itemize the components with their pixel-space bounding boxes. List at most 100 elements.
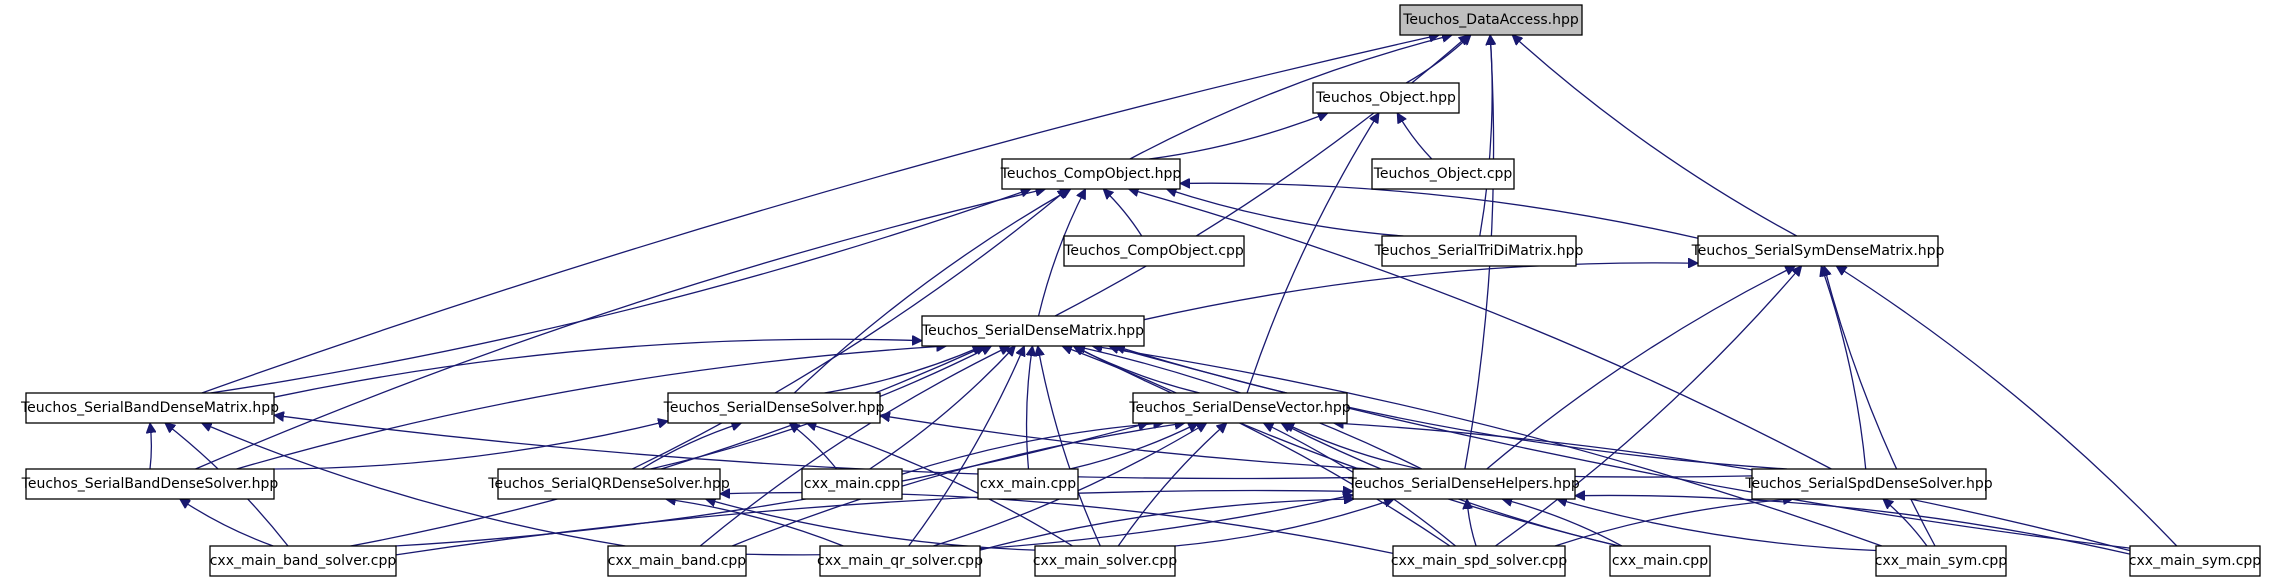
edge-arrow — [1486, 265, 1795, 470]
node-box[interactable] — [667, 392, 881, 424]
edge-arrow — [1129, 35, 1452, 160]
edge-arrow — [789, 423, 838, 470]
edge-tri-to-comp — [1167, 189, 1404, 237]
node-msym1[interactable]: cxx_main_sym.cpp — [1875, 545, 2007, 577]
node-sds[interactable]: Teuchos_SerialDenseSolver.hpp — [663, 392, 885, 424]
edge-mbs-to-sdv — [394, 423, 1148, 547]
node-box[interactable] — [921, 315, 1145, 347]
node-box[interactable] — [2129, 545, 2261, 577]
edge-arrow — [901, 423, 1163, 475]
edge-compcpp-to-comp — [1103, 189, 1143, 237]
edge-arrow — [150, 423, 151, 470]
edge-arrow — [1074, 345, 1620, 547]
node-objcpp[interactable]: Teuchos_Object.cpp — [1371, 158, 1515, 190]
node-label: cxx_main_sym.cpp — [1875, 553, 2007, 569]
edge-msym1-to-sym — [1824, 266, 1936, 547]
node-mqr[interactable]: cxx_main_qr_solver.cpp — [817, 545, 983, 577]
edge-arrow — [1557, 499, 1877, 552]
edge-sdh-to-sym — [1486, 265, 1795, 470]
edge-arrow — [1103, 189, 1143, 237]
node-layer: Teuchos_DataAccess.hppTeuchos_Object.hpp… — [20, 4, 2261, 577]
node-box[interactable] — [977, 468, 1079, 500]
node-main1[interactable]: cxx_main.cpp — [801, 468, 903, 500]
edge-arrow — [793, 188, 1070, 394]
edge-mbs-to-sdh — [395, 491, 1353, 556]
node-ms[interactable]: cxx_main_solver.cpp — [1033, 545, 1177, 577]
node-sdm[interactable]: Teuchos_SerialDenseMatrix.hpp — [921, 315, 1145, 347]
edge-sds-to-comp — [793, 188, 1070, 394]
edge-sbdm-to-comp — [210, 189, 1030, 394]
edge-sdm-to-da — [1054, 35, 1469, 317]
node-compcpp[interactable]: Teuchos_CompObject.cpp — [1063, 235, 1245, 267]
node-tri[interactable]: Teuchos_SerialTriDiMatrix.hpp — [1374, 235, 1584, 267]
node-mspd[interactable]: cxx_main_spd_solver.cpp — [1391, 545, 1567, 577]
node-box[interactable] — [1399, 4, 1583, 36]
node-comp[interactable]: Teuchos_CompObject.hpp — [1000, 158, 1182, 190]
edge-arrow — [201, 35, 1439, 394]
node-main3[interactable]: cxx_main.cpp — [1609, 545, 1711, 577]
edge-arrow — [1167, 189, 1404, 237]
node-box[interactable] — [1063, 235, 1245, 267]
node-label: Teuchos_Object.cpp — [1373, 166, 1513, 182]
node-box[interactable] — [1392, 545, 1566, 577]
node-sdv[interactable]: Teuchos_SerialDenseVector.hpp — [1128, 392, 1351, 424]
node-box[interactable] — [1751, 468, 1987, 500]
node-main2[interactable]: cxx_main.cpp — [977, 468, 1079, 500]
node-box[interactable] — [497, 468, 721, 500]
node-label: cxx_main_solver.cpp — [1033, 553, 1177, 569]
node-box[interactable] — [801, 468, 903, 500]
node-box[interactable] — [1609, 545, 1711, 577]
edge-sym-to-da — [1512, 35, 1798, 237]
node-box[interactable] — [819, 545, 981, 577]
node-da[interactable]: Teuchos_DataAccess.hpp — [1399, 4, 1583, 36]
node-sym[interactable]: Teuchos_SerialSymDenseMatrix.hpp — [1691, 235, 1945, 267]
edge-main1-to-sdv — [901, 423, 1163, 475]
node-box[interactable] — [1132, 392, 1348, 424]
node-box[interactable] — [1352, 468, 1576, 500]
edge-spd-to-sym — [1821, 266, 1867, 470]
edge-arrow — [1037, 189, 1087, 317]
node-label: Teuchos_SerialDenseSolver.hpp — [663, 400, 885, 416]
node-box[interactable] — [1875, 545, 2007, 577]
node-sbds[interactable]: Teuchos_SerialBandDenseSolver.hpp — [21, 468, 279, 500]
node-sdh[interactable]: Teuchos_SerialDenseHelpers.hpp — [1347, 468, 1580, 500]
node-label: Teuchos_SerialTriDiMatrix.hpp — [1374, 243, 1584, 259]
node-spd[interactable]: Teuchos_SerialSpdDenseSolver.hpp — [1744, 468, 1993, 500]
edge-arrow — [869, 346, 1016, 470]
edge-arrow — [1575, 495, 2131, 555]
edge-sbdm-to-da — [201, 35, 1439, 394]
edge-mbs-to-sdm — [350, 346, 986, 547]
node-box[interactable] — [25, 392, 275, 424]
edge-arrow — [880, 415, 1753, 478]
node-msym2[interactable]: cxx_main_sym.cpp — [2129, 545, 2261, 577]
edge-arrow — [273, 421, 668, 470]
node-obj[interactable]: Teuchos_Object.hpp — [1312, 82, 1460, 114]
node-box[interactable] — [607, 545, 747, 577]
edge-arrow — [1502, 499, 1623, 547]
node-box[interactable] — [209, 545, 397, 577]
edge-arrow — [395, 491, 1353, 556]
edge-ms-to-sdm — [1038, 346, 1101, 547]
node-sbdm[interactable]: Teuchos_SerialBandDenseMatrix.hpp — [20, 392, 279, 424]
node-box[interactable] — [1034, 545, 1176, 577]
node-sqr[interactable]: Teuchos_SerialQRDenseSolver.hpp — [487, 468, 730, 500]
node-label: Teuchos_SerialSpdDenseSolver.hpp — [1744, 476, 1992, 492]
node-label: Teuchos_SerialBandDenseMatrix.hpp — [20, 400, 279, 416]
node-label: Teuchos_CompObject.cpp — [1063, 243, 1244, 259]
edge-msym1-to-sdh — [1557, 499, 1877, 552]
node-box[interactable] — [1312, 82, 1460, 114]
edge-arrow — [1180, 183, 1699, 239]
node-box[interactable] — [1697, 235, 1939, 267]
node-box[interactable] — [1001, 158, 1181, 190]
node-box[interactable] — [1381, 235, 1577, 267]
edge-spd-to-comp — [1129, 189, 1832, 470]
edge-mbs-to-sbds — [180, 499, 274, 547]
node-box[interactable] — [25, 468, 275, 500]
node-box[interactable] — [1371, 158, 1515, 190]
node-mbs[interactable]: cxx_main_band_solver.cpp — [209, 545, 397, 577]
edge-arrow — [1174, 499, 1394, 547]
edge-mspd-to-sym — [1495, 266, 1801, 547]
edge-arrow — [666, 499, 844, 547]
node-mb[interactable]: cxx_main_band.cpp — [607, 545, 747, 577]
